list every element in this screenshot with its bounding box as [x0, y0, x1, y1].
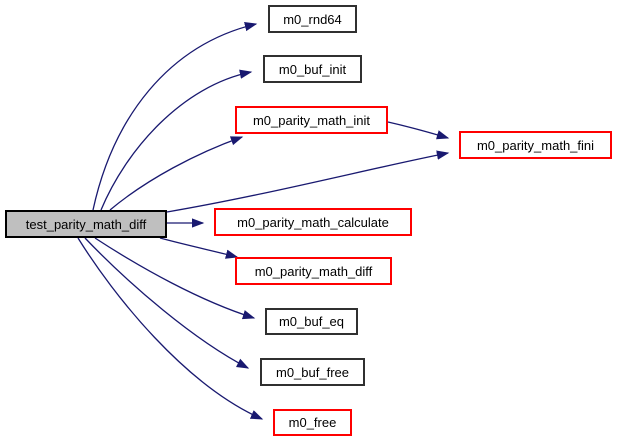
edge-test_parity_math_diff-to-m0_parity_math_fini: [166, 150, 450, 213]
edge-m0_parity_math_init-to-m0_parity_math_fini: [387, 121, 450, 140]
edge-test_parity_math_diff-to-m0_parity_math_diff: [159, 237, 239, 259]
edge-test_parity_math_diff-to-m0_free: [77, 237, 264, 420]
node-test_parity_math_diff: test_parity_math_diff: [5, 210, 167, 238]
node-m0_free[interactable]: m0_free: [273, 409, 352, 436]
node-m0_buf_eq[interactable]: m0_buf_eq: [265, 308, 358, 335]
node-m0_parity_math_init[interactable]: m0_parity_math_init: [235, 106, 388, 134]
node-m0_buf_init[interactable]: m0_buf_init: [263, 55, 362, 83]
edge-test_parity_math_diff-to-m0_buf_init: [100, 69, 253, 211]
edge-test_parity_math_diff-to-m0_rnd64: [92, 22, 258, 211]
node-m0_parity_math_diff[interactable]: m0_parity_math_diff: [235, 257, 392, 285]
node-m0_buf_free[interactable]: m0_buf_free: [260, 358, 365, 386]
edge-test_parity_math_diff-to-m0_buf_eq: [94, 237, 256, 320]
edge-test_parity_math_diff-to-m0_buf_free: [84, 237, 250, 369]
node-m0_parity_math_fini[interactable]: m0_parity_math_fini: [459, 131, 612, 159]
node-m0_rnd64[interactable]: m0_rnd64: [268, 5, 357, 33]
node-m0_parity_math_calculate[interactable]: m0_parity_math_calculate: [214, 208, 412, 236]
edge-test_parity_math_diff-to-m0_parity_math_init: [109, 136, 244, 211]
